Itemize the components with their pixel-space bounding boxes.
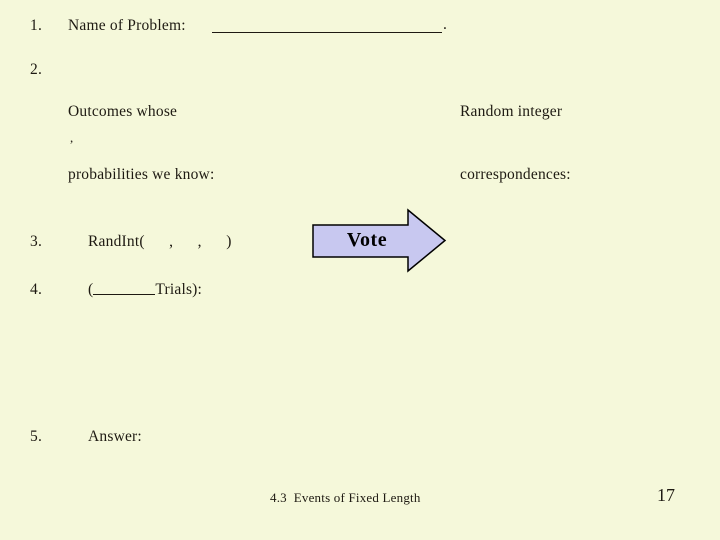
- item2-label: Outcomes whose probabilities we know:: [68, 59, 214, 227]
- stray-comma-mark: ,: [70, 130, 74, 145]
- item3-number: 3.: [30, 233, 43, 250]
- right-column-note: Random integer correspondences:: [460, 59, 571, 227]
- item3-randint-expression: RandInt( , , ): [88, 233, 232, 250]
- vote-arrow-button[interactable]: Vote: [311, 208, 449, 274]
- footer-section-title: 4.3 Events of Fixed Length: [270, 490, 421, 505]
- item1-blank-line: [212, 15, 442, 33]
- item1-number: 1.: [30, 17, 43, 34]
- vote-label: Vote: [346, 229, 388, 251]
- right-arrow-icon: [312, 208, 447, 273]
- item1-label: Name of Problem:: [68, 17, 186, 34]
- item2-line1: Outcomes whose: [68, 103, 178, 120]
- item4-after-blank: Trials):: [155, 281, 203, 298]
- item4-trials-line: ( Trials):: [88, 279, 202, 300]
- page-number: 17: [657, 485, 675, 505]
- item2-number: 2.: [30, 61, 43, 78]
- item4-open-paren: (: [88, 281, 94, 298]
- right-arrow-outline: [312, 208, 447, 273]
- item4-number: 4.: [30, 281, 43, 298]
- item5-label: Answer:: [88, 428, 142, 445]
- item5-number: 5.: [30, 428, 43, 445]
- right-column-line1: Random integer: [460, 103, 563, 120]
- right-column-line2: correspondences:: [460, 166, 571, 183]
- item4-blank-line: [93, 294, 156, 295]
- item1-blank-period: .: [443, 16, 448, 33]
- item2-line2: probabilities we know:: [68, 166, 215, 183]
